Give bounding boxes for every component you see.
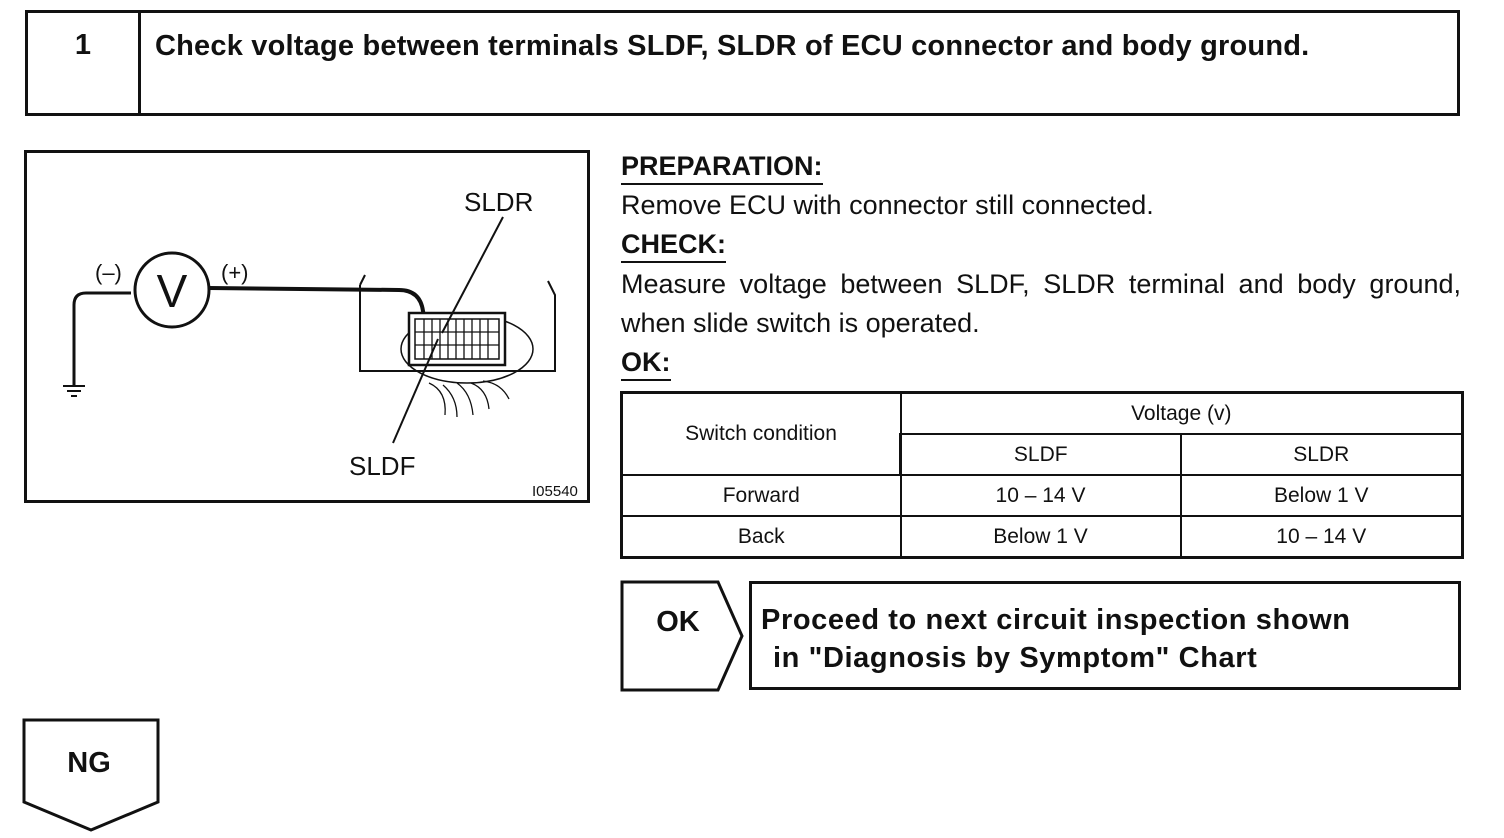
negative-label: (–) (95, 260, 122, 285)
row-sldr-value: Below 1 V (1179, 474, 1465, 517)
voltmeter-diagram: V (–) (+) (24, 150, 590, 503)
subheader-sldf: SLDF (899, 433, 1182, 476)
preparation-section: PREPARATION: (621, 151, 823, 185)
positive-label: (+) (221, 260, 249, 285)
header-voltage: Voltage (v) (899, 391, 1465, 435)
ng-tag-icon: NG (22, 718, 160, 832)
header-switch-condition: Switch condition (620, 391, 902, 476)
voltmeter-icon: V (–) (+) (63, 187, 578, 500)
meter-symbol: V (157, 265, 188, 317)
ok-tag-label: OK (656, 606, 700, 638)
preparation-heading: PREPARATION: (621, 151, 823, 185)
ok-result-line2: in "Diagnosis by Symptom" Chart (773, 642, 1258, 674)
ng-tag-label: NG (67, 747, 111, 779)
row-sldf-value: Below 1 V (899, 515, 1182, 559)
check-section: CHECK: (621, 229, 726, 263)
subheader-sldr: SLDR (1179, 433, 1465, 476)
ecu-connector-icon (407, 311, 507, 367)
ok-spec-section: OK: (621, 347, 671, 381)
step-title: Check voltage between terminals SLDF, SL… (155, 30, 1310, 62)
step-header: 1 Check voltage between terminals SLDF, … (25, 10, 1460, 116)
ok-result-box: Proceed to next circuit inspection shown… (749, 581, 1461, 690)
terminal-sldr-label: SLDR (464, 187, 533, 217)
table-subheader-row: SLDF SLDR (622, 433, 1465, 476)
check-heading: CHECK: (621, 229, 726, 263)
row-sldr-value: 10 – 14 V (1179, 515, 1465, 559)
table-row: Back Below 1 V 10 – 14 V (620, 515, 1465, 559)
check-text: Measure voltage between SLDF, SLDR termi… (621, 269, 1461, 338)
row-condition: Back (620, 515, 902, 559)
table-row: Forward 10 – 14 V Below 1 V (620, 474, 1465, 517)
step-number: 1 (28, 13, 141, 113)
voltage-spec-table: Switch condition Voltage (v) SLDF SLDR F… (620, 391, 1465, 559)
row-sldf-value: 10 – 14 V (899, 474, 1182, 517)
ok-result-text: Proceed to next circuit inspection shown… (761, 601, 1418, 677)
figure-code: I05540 (532, 483, 578, 500)
ok-result-line1: Proceed to next circuit inspection shown (761, 604, 1351, 636)
preparation-text: Remove ECU with connector still connecte… (621, 190, 1154, 220)
terminal-sldf-label: SLDF (349, 451, 415, 481)
ok-heading: OK: (621, 347, 671, 381)
row-condition: Forward (620, 474, 902, 517)
ok-tag-icon: OK (620, 580, 744, 692)
table-header-row: Switch condition Voltage (v) (620, 391, 1465, 476)
